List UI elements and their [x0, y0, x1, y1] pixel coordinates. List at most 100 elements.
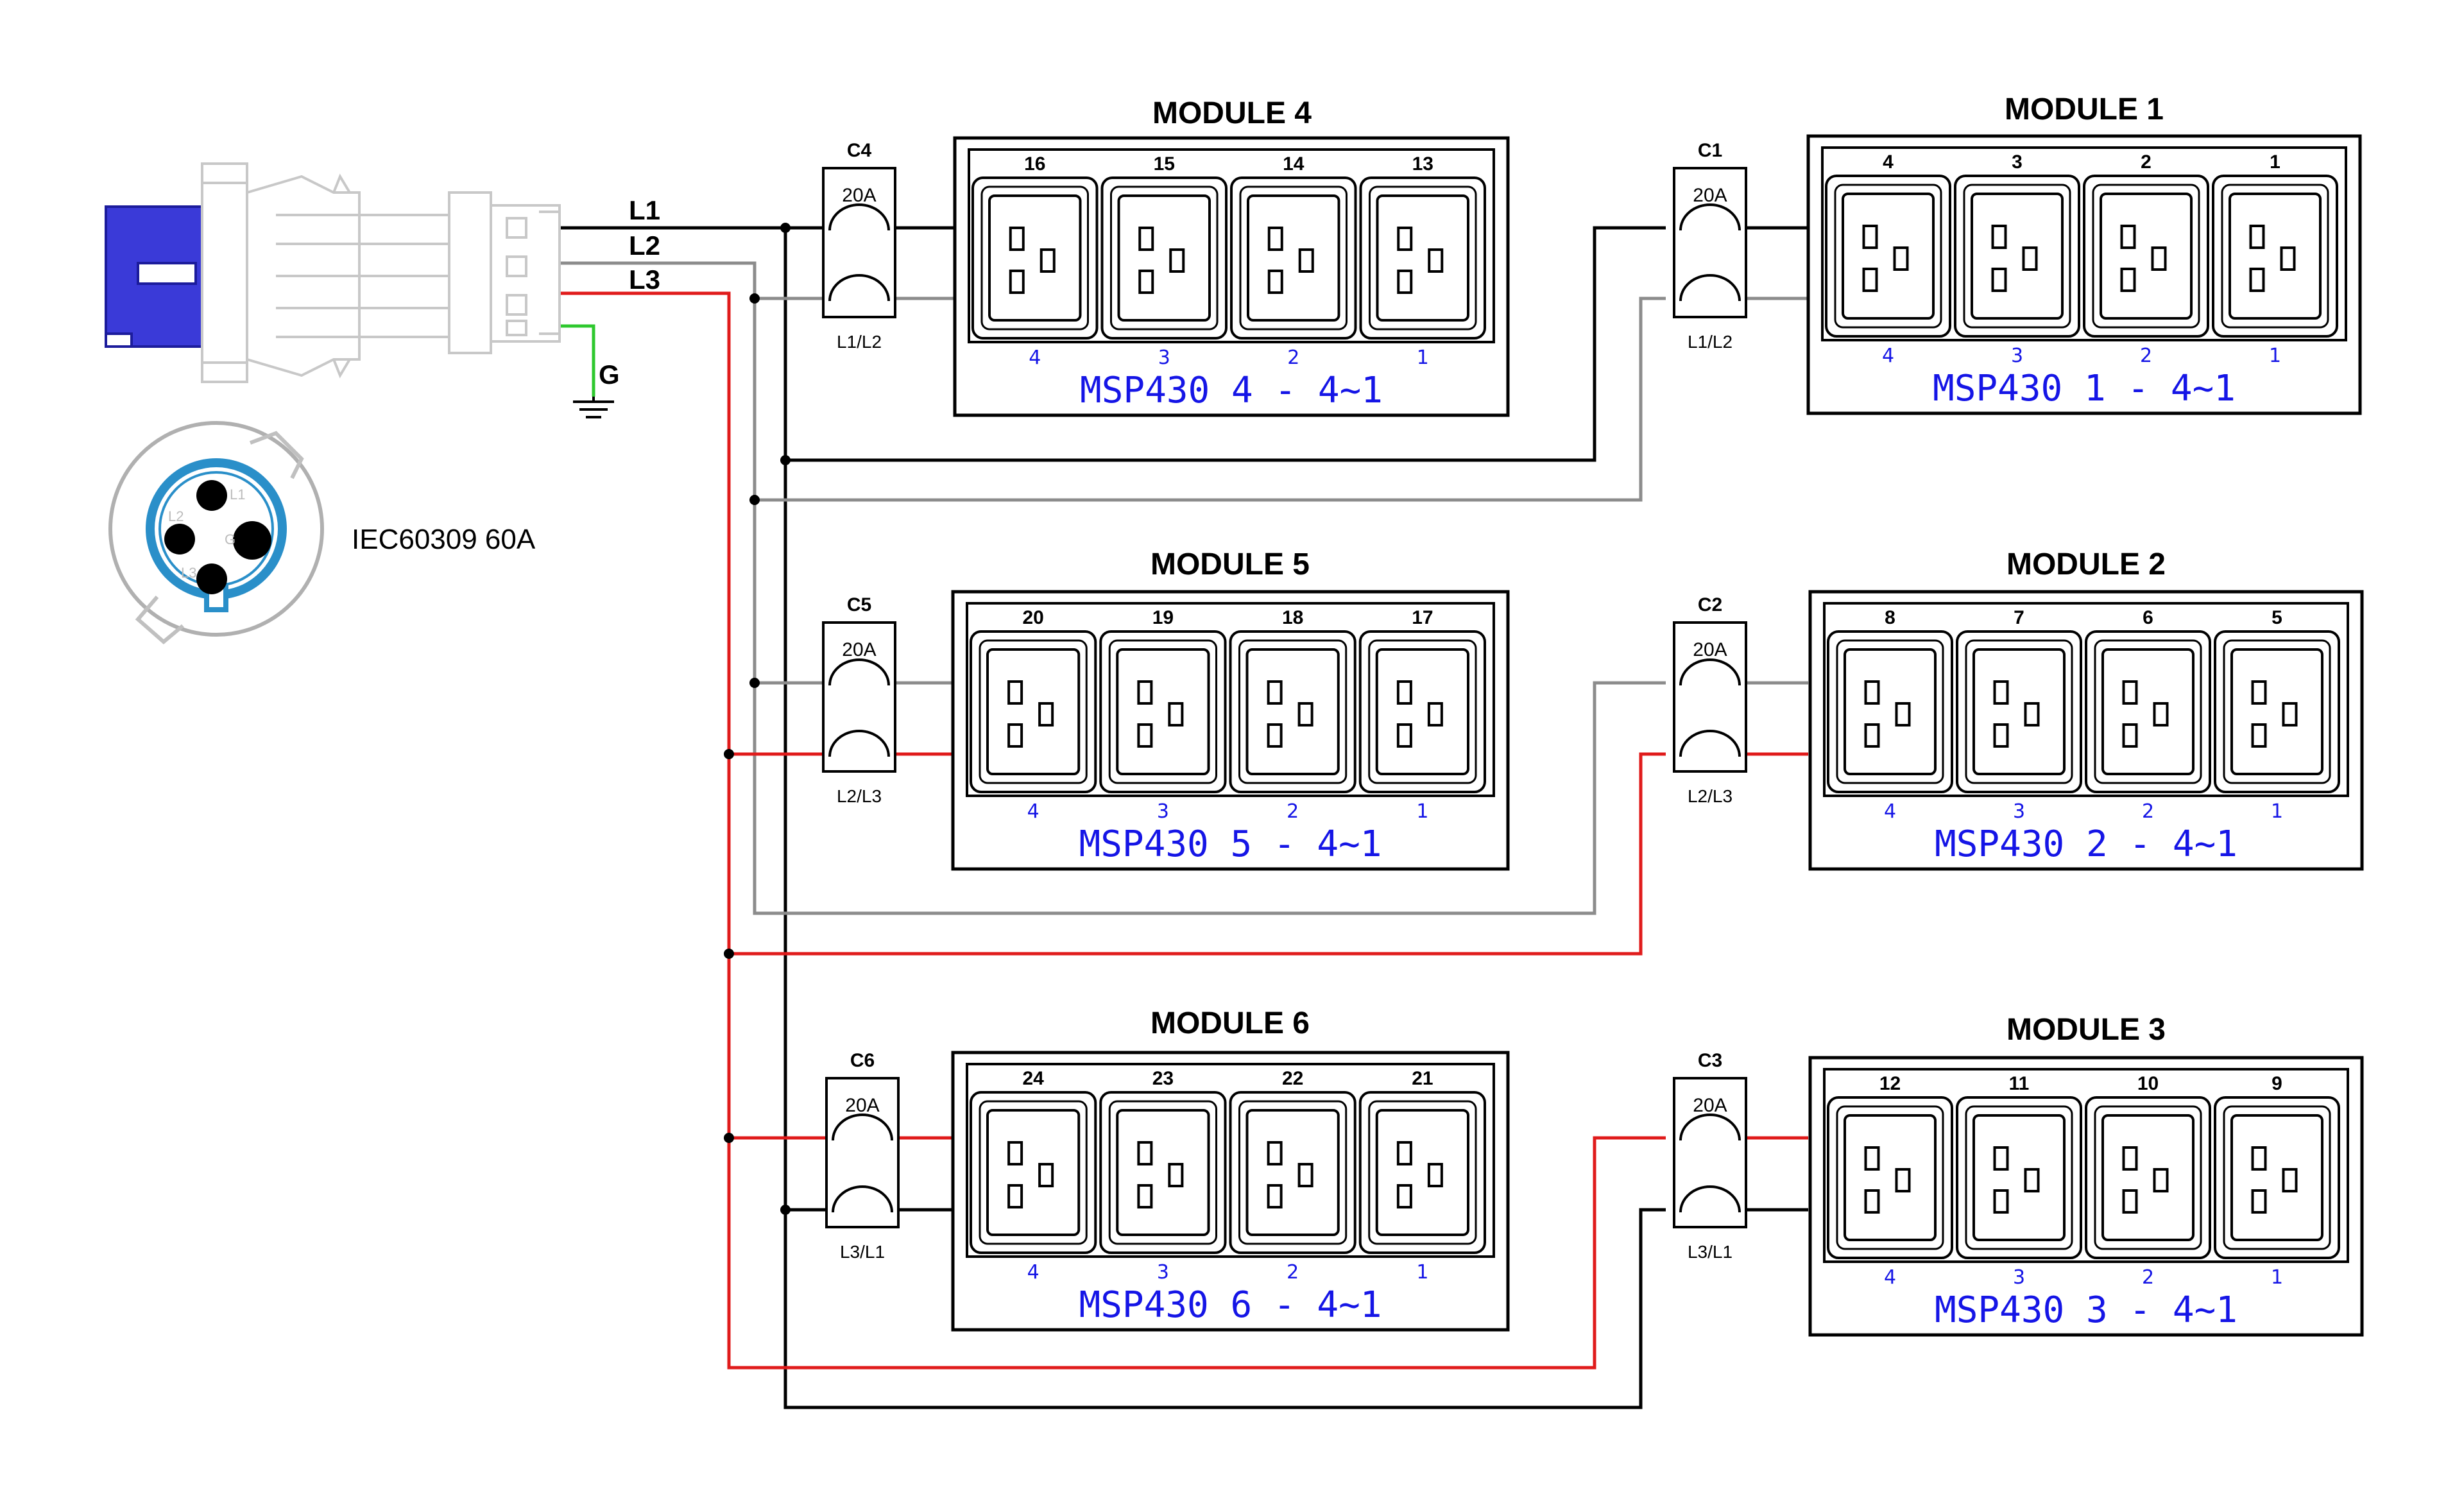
c19-outlet	[1358, 630, 1486, 793]
outlet-number: 24	[1022, 1068, 1044, 1089]
outlet-panel	[1821, 146, 2347, 341]
plug-type-label: IEC60309 60A	[352, 524, 536, 555]
outlet-panel	[966, 602, 1495, 797]
wire-l2-main	[560, 261, 1666, 915]
breaker-arc-icon	[828, 658, 890, 686]
breaker-id: C4	[847, 140, 872, 161]
outlet-position: 4	[1882, 345, 1894, 367]
module-title: MODULE 5	[1151, 547, 1310, 581]
outlet-number: 19	[1152, 607, 1174, 628]
breaker-arc-icon	[828, 730, 890, 757]
breaker-id: C3	[1698, 1050, 1722, 1071]
outlet-position: 3	[1157, 1261, 1169, 1284]
module-title: MODULE 2	[2006, 547, 2166, 581]
c19-outlet	[1359, 176, 1486, 340]
outlet-position: 2	[2142, 800, 2154, 823]
outlet-position: 3	[1157, 800, 1169, 823]
module-title: MODULE 6	[1151, 1006, 1310, 1040]
outlet-position: 3	[1158, 347, 1170, 369]
outlet-number: 12	[1879, 1073, 1901, 1094]
outlet-number: 17	[1412, 607, 1433, 628]
outlet-number: 18	[1282, 607, 1303, 628]
c19-outlet	[2085, 630, 2211, 793]
outlet-panel	[1823, 1068, 2349, 1263]
breaker-id: C5	[847, 594, 871, 615]
pin-label-l1: L1	[230, 486, 245, 503]
breaker-phases: L3/L1	[840, 1242, 885, 1262]
outlet-number: 7	[2014, 607, 2024, 628]
c19-outlet	[1230, 176, 1357, 340]
plug-face-icon: L1 L2 L3 G	[108, 421, 324, 644]
breaker-phases: L1/L2	[1688, 332, 1733, 352]
breaker-box	[822, 167, 896, 318]
module-label: MSP430 4 - 4~1	[1080, 370, 1383, 411]
pin-label-ground: G	[225, 531, 235, 547]
outlet-number: 23	[1152, 1068, 1174, 1089]
breaker-arc-icon	[828, 203, 890, 231]
module-title: MODULE 3	[2006, 1013, 2166, 1047]
outlet-position: 1	[1416, 1261, 1428, 1284]
breaker-box	[822, 621, 896, 773]
outlet-number: 10	[2137, 1073, 2159, 1094]
c19-outlet	[1358, 1091, 1486, 1254]
outlet-position: 2	[1287, 347, 1299, 369]
outlet-number: 1	[2270, 151, 2280, 173]
breaker-rating: 20A	[842, 639, 876, 660]
c19-outlet	[970, 630, 1097, 793]
breaker-c1: C1 20A L1/L2	[1673, 140, 1747, 352]
outlet-position: 3	[2013, 1266, 2025, 1289]
breaker-arc-icon	[1679, 658, 1741, 686]
outlet-number: 8	[1885, 607, 1895, 628]
c19-outlet	[970, 1091, 1097, 1254]
outlet-position: 1	[1416, 800, 1428, 823]
c19-outlet	[2214, 1096, 2340, 1259]
outlet-number: 16	[1024, 153, 1045, 175]
breaker-box	[1673, 621, 1747, 773]
outlet-position: 3	[2011, 345, 2023, 367]
outlet-position: 2	[1287, 1261, 1299, 1284]
outlet-position: 4	[1884, 800, 1896, 823]
outlet-number: 3	[2012, 151, 2023, 173]
c19-outlet	[1954, 175, 2080, 338]
c19-outlet	[1956, 1096, 2082, 1259]
breaker-arc-icon	[1679, 274, 1741, 302]
outlet-number: 9	[2272, 1073, 2282, 1094]
module-label: MSP430 2 - 4~1	[1935, 823, 2237, 865]
module-title: MODULE 1	[2005, 92, 2164, 126]
line-label-l2: L2	[629, 230, 660, 261]
module-label: MSP430 6 - 4~1	[1079, 1284, 1382, 1326]
breaker-phases: L2/L3	[837, 786, 882, 806]
module-label: MSP430 5 - 4~1	[1079, 823, 1382, 865]
breaker-rating: 20A	[1693, 185, 1727, 206]
outlet-number: 11	[2009, 1073, 2030, 1094]
c19-outlet	[2085, 1096, 2211, 1259]
outlet-number: 6	[2143, 607, 2153, 628]
outlet-number: 4	[1883, 151, 1894, 173]
outlet-number: 21	[1412, 1068, 1433, 1089]
outlet-panel	[1823, 602, 2349, 797]
outlet-position: 3	[2013, 800, 2025, 823]
line-label-l3: L3	[629, 264, 660, 295]
outlet-position: 1	[2271, 800, 2283, 823]
outlet-number: 20	[1022, 607, 1043, 628]
wire-l3-main	[560, 291, 1666, 1370]
breaker-arc-icon	[832, 1185, 893, 1213]
breaker-box	[1673, 167, 1747, 318]
breaker-id: C1	[1698, 140, 1722, 161]
outlet-panel	[966, 1063, 1495, 1258]
breaker-c5: C5 20A L2/L3	[822, 594, 896, 806]
breaker-phases: L2/L3	[1688, 786, 1733, 806]
breaker-arc-icon	[1679, 203, 1741, 231]
line-label-l1: L1	[629, 195, 660, 225]
outlet-position: 4	[1029, 347, 1041, 369]
breaker-rating: 20A	[1693, 639, 1727, 660]
outlet-number: 14	[1283, 153, 1305, 175]
outlet-number: 5	[2272, 607, 2282, 628]
